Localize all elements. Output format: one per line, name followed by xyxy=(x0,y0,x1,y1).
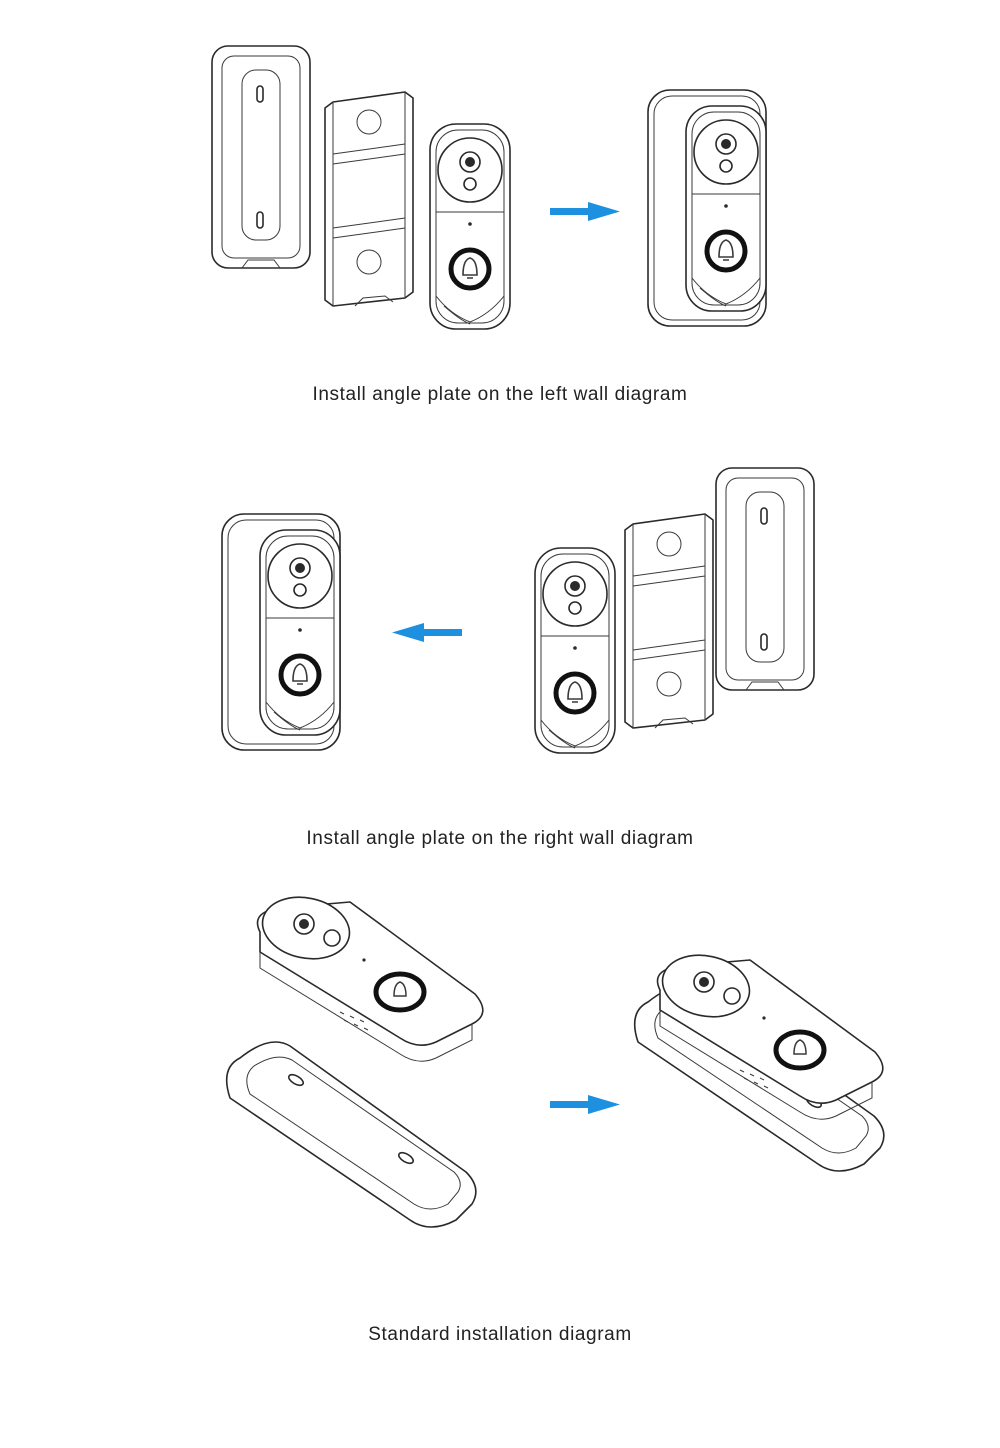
assembled-doorbell-icon xyxy=(222,514,340,750)
wall-plate-icon xyxy=(715,467,815,691)
angle-plate-icon xyxy=(324,91,414,307)
panel-right-wall: Install angle plate on the right wall di… xyxy=(0,430,1000,870)
arrow-right-icon xyxy=(550,1095,620,1114)
assembled-doorbell-icon xyxy=(648,90,766,326)
arrow-left-icon xyxy=(392,623,462,642)
left-wall-diagram xyxy=(211,45,1000,360)
panel-left-wall: Install angle plate on the left wall dia… xyxy=(0,0,1000,430)
doorbell-icon xyxy=(257,890,483,1061)
wall-plate-icon xyxy=(211,45,311,269)
angle-plate-icon xyxy=(624,513,714,729)
panel-standard: Standard installation diagram xyxy=(0,890,1000,1370)
arrow-right-icon xyxy=(550,202,620,221)
doorbell-icon xyxy=(430,124,510,329)
caption-right-wall: Install angle plate on the right wall di… xyxy=(306,828,694,849)
caption-standard: Standard installation diagram xyxy=(368,1324,632,1345)
right-wall-diagram xyxy=(0,467,815,790)
doorbell-icon xyxy=(535,548,615,753)
caption-left-wall: Install angle plate on the left wall dia… xyxy=(312,384,688,405)
standard-diagram xyxy=(225,890,1000,1228)
assembled-doorbell-icon xyxy=(633,948,884,1172)
wall-plate-icon xyxy=(225,1041,477,1228)
